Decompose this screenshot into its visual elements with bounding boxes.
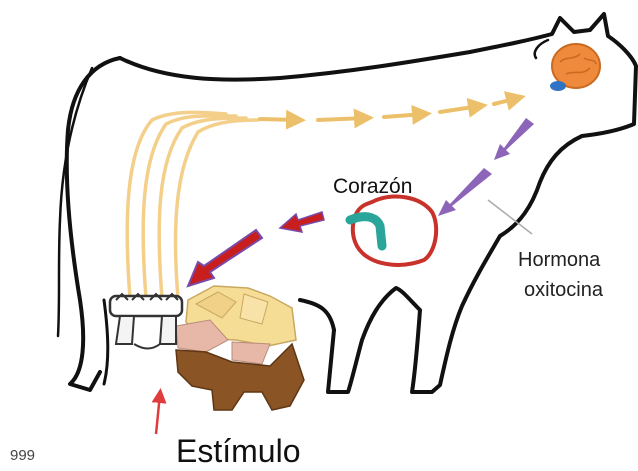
hormone-arrows [438, 118, 534, 216]
brain-icon [550, 44, 600, 91]
cow-belly-outline [300, 300, 334, 330]
milking-cup-icon [110, 294, 182, 349]
nerve-fibres [127, 112, 258, 298]
heart-icon [350, 197, 436, 265]
cow-tail [58, 68, 92, 336]
hormone-label-line1: Hormona [518, 249, 601, 271]
cow-hind-inner [104, 300, 108, 384]
cow-rump-outline [67, 58, 120, 390]
cow-ear-detail [535, 40, 548, 58]
blood-arrows [188, 212, 324, 286]
corner-mark: 999 [10, 447, 35, 464]
stimulus-arrow [156, 394, 160, 434]
nerve-signal-arrows [260, 98, 518, 120]
hormone-arrow-2 [438, 168, 492, 216]
hormone-label-line2: oxitocina [524, 279, 604, 301]
stimulus-label: Estímulo [176, 433, 300, 466]
pituitary-gland [550, 81, 566, 91]
blood-arrow-2 [188, 230, 262, 286]
blood-arrow-1 [280, 212, 324, 232]
heart-label: Corazón [333, 175, 412, 198]
udder [176, 286, 304, 410]
hormone-arrow-1 [494, 118, 534, 160]
